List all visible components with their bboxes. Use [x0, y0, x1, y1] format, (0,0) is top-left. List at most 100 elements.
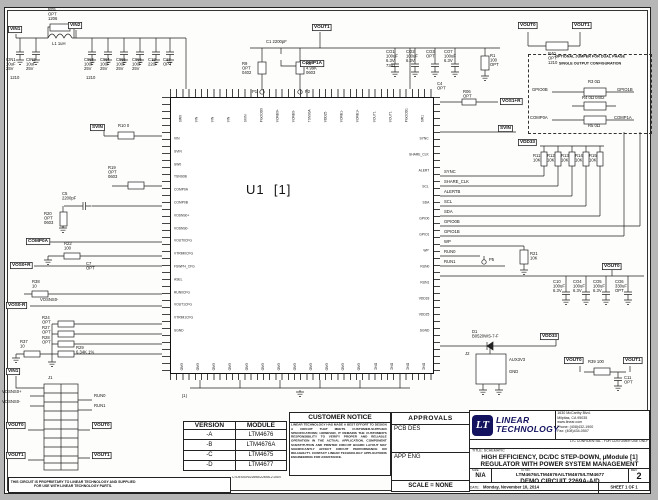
version-cell: -B [183, 439, 236, 451]
schematic-label: VIN2 [68, 22, 83, 29]
ic-pin-label: GPIO0 [418, 217, 429, 221]
module-cell: LTM4676 [234, 428, 288, 441]
schematic-label: C12 22uF [148, 58, 158, 67]
jumper-title-line1: OPTIONAL JUMPER FOR DUAL PHASE [555, 55, 625, 59]
schematic-label: R20 OPT 0603 [44, 212, 54, 226]
schematic-label: C7 OPT [86, 262, 95, 271]
schematic-label: GPIO1B [444, 230, 460, 235]
schematic-label: VOS1+R [500, 98, 523, 105]
schematic-label: VDD33 [518, 139, 537, 146]
schematic-label: CIN3 10uF 25V [84, 58, 94, 72]
version-cell: -D [183, 459, 236, 472]
ic-pin-label: GND [308, 362, 312, 370]
size-cell: SIZE N/A [470, 469, 492, 482]
date-cell: DATE: Monday, November 10, 2014 [470, 483, 599, 493]
ic-pin-label: DNC [372, 362, 377, 370]
schematic-label: COMP0A [26, 238, 50, 245]
ic-pin-label: GND [324, 362, 328, 370]
title-line2: REGULATOR WITH POWER SYSTEM MANAGEMENT [480, 461, 639, 469]
ic-pin-label: GND [292, 362, 296, 370]
schematic-label: J1 [48, 376, 53, 381]
schematic-label: VIN1 [8, 26, 23, 33]
approvals-row: PCB DES [392, 425, 469, 453]
schematic-label: R24 OPT [42, 316, 51, 325]
schematic-label: C11 OPT [624, 376, 633, 385]
approvals-title: APPROVALS [392, 413, 469, 425]
schematic-label: VOSNS0- [2, 400, 21, 405]
ic-pin-label: GND [211, 362, 215, 370]
ic-pin-label: SCL [422, 185, 429, 189]
ic-pin-fringe-left [162, 97, 170, 372]
schematic-label: VOSNS0+ [2, 390, 22, 395]
ic-pin-label: ALERT [418, 169, 429, 173]
ic-pin-fringe-bottom [170, 372, 432, 380]
schematic-label: CIN2 10uF 25V [26, 58, 36, 72]
schematic-label: RUN1 [94, 404, 106, 409]
ic-pin-label: FSWPH_CFG [174, 265, 195, 269]
design-file-path: C:\DESIGN\2269A\2269A-2.DSN [232, 476, 281, 480]
schematic-label: SCL [444, 200, 453, 205]
schematic-label: P5 [489, 258, 495, 263]
schematic-label: R28 OPT [42, 336, 51, 345]
title-line1: HIGH EFFICIENCY, DC/DC STEP-DOWN, µModul… [481, 454, 638, 461]
schematic-label: CIN4 10uF 25V [100, 58, 110, 72]
company-address: 1630 McCarthy Blvd. Milpitas, CA 95035 w… [557, 411, 594, 434]
ic-pin-label: RUN0CFG [174, 290, 190, 295]
schematic-label: R29 6.34K 1% [76, 346, 95, 355]
schematic-label: R37 10 [20, 340, 28, 349]
ic-pin-label: SDA [422, 201, 429, 205]
schematic-label: VOUT1 [572, 22, 592, 29]
schematic-label: CIN5 10uF 25V [116, 58, 126, 72]
schematic-label: RUN1 [444, 260, 456, 265]
schematic-label: RUN0 [94, 394, 106, 399]
confidential-row: LTC CONFIDENTIAL - FOR CUSTOMER USE ONLY [470, 440, 649, 449]
ic-pin-label: WP [423, 249, 429, 253]
ic-pin-label: SHARE_CLK [409, 153, 429, 157]
schematic-label: CO1 100uF 6.3V 7343 [386, 50, 398, 69]
schematic-label: COMP0A [530, 116, 548, 121]
schematic-label: R4 0Ω 0402 [582, 96, 605, 101]
schematic-label: VIN1 [6, 368, 21, 375]
schematic-label: R22 100 [64, 242, 72, 251]
jumper-title-line2: SINGLE OUTPUT CONFIGURATION [558, 62, 622, 66]
ic-pin-label: VTRIM1CFG [174, 316, 194, 320]
schematic-label: CO3 OPT [426, 50, 435, 59]
schematic-label: VOUT1 [92, 452, 112, 459]
schematic-label: CO2 100uF 6.3V [406, 50, 418, 64]
module-header: MODULE [234, 421, 288, 430]
version-cell: -C [183, 449, 236, 461]
ic-pin-label: VTRIM0CFG [174, 252, 194, 256]
schematic-label: P1 [252, 90, 258, 95]
company-logo-cell: LT LINEAR TECHNOLOGY [470, 411, 559, 439]
schematic-label: WP [444, 240, 451, 245]
schematic-label: R5 0Ω [588, 124, 601, 129]
schematic-label: SHARE_CLK [444, 180, 469, 185]
schematic-label: CO6 330uF OPT [615, 280, 627, 294]
schematic-label: R21 10K [530, 252, 538, 261]
ic-pin-label: SW0 [174, 162, 182, 167]
schematic-label: [1] [182, 394, 187, 399]
schematic-label: R14 10K [575, 154, 583, 163]
schematic-label: C4 OPT [437, 82, 446, 91]
version-table-row: -C LTM4675 [183, 449, 288, 461]
ic-pin-label: SGND [174, 329, 184, 333]
ic-pin-label: GND [243, 362, 248, 370]
ic-pin-label: DNC [421, 362, 425, 370]
schematic-label: GND [509, 370, 519, 375]
schematic-label: SDA [444, 210, 453, 215]
schematic-label: COMP1A [300, 60, 324, 67]
schematic-label: R05 OPT 1206 [48, 8, 58, 22]
schematic-label: VDD33 [540, 333, 559, 340]
schematic-label: P2 [305, 90, 311, 95]
schematic-label: ALERTB [444, 190, 461, 195]
ic-pin-label: VDD33 [418, 297, 429, 301]
ic-pin-label: ASEL [174, 278, 183, 282]
schematic-label: VOUT1 [623, 357, 643, 364]
optional-jumper-box: OPTIONAL JUMPER FOR DUAL PHASE SINGLE OU… [528, 54, 652, 134]
ic-pin-label: VOSNS0+ [174, 214, 190, 218]
ic-pin-label: VOUT0CFG [174, 239, 192, 244]
ic-pin-label: GND [227, 362, 232, 370]
